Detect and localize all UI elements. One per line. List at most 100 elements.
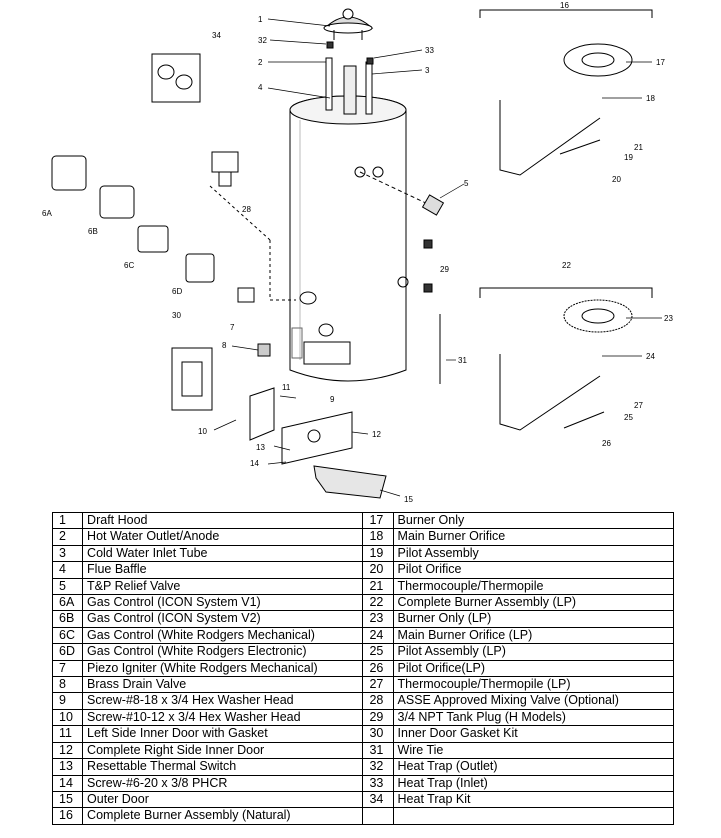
part-number: 28 (362, 692, 394, 710)
callout-labels: 1 32 2 4 33 3 34 5 6A 6B 6C 6D 7 8 9 10 … (42, 1, 673, 504)
part-number: 10 (51, 708, 84, 727)
callout-16: 16 (560, 1, 569, 10)
part-number: 9 (51, 692, 84, 710)
burner-assembly-natural (479, 9, 653, 176)
callout-26: 26 (602, 439, 611, 448)
heat-trap-kit (151, 53, 201, 103)
part-number: 1 (51, 511, 84, 530)
part-description: Brass Drain Valve (82, 676, 364, 694)
part-number: 26 (362, 659, 394, 678)
callout-9: 9 (330, 395, 335, 404)
part-number: 2 (51, 528, 84, 546)
part-description: Draft Hood (82, 511, 364, 530)
callout-23: 23 (664, 314, 673, 323)
part-description: Thermocouple/Thermopile (LP) (392, 676, 675, 694)
callout-4: 4 (258, 83, 263, 92)
callout-14: 14 (250, 459, 259, 468)
part-description: Complete Burner Assembly (Natural) (82, 807, 364, 825)
part-number: 18 (362, 528, 394, 546)
callout-22: 22 (562, 261, 571, 270)
part-description: Screw-#10-12 x 3/4 Hex Washer Head (82, 708, 364, 727)
callout-12: 12 (372, 430, 381, 439)
callout-6c: 6C (124, 261, 134, 270)
part-number: 19 (362, 544, 394, 563)
part-description: Inner Door Gasket Kit (392, 725, 675, 743)
part-description: Screw-#8-18 x 3/4 Hex Washer Head (82, 692, 364, 710)
callout-6d: 6D (172, 287, 182, 296)
exploded-parts-diagram: 1 32 2 4 33 3 34 5 6A 6B 6C 6D 7 8 9 10 … (42, 1, 673, 504)
part-number: 6A (51, 594, 84, 612)
part-description: Burner Only (LP) (392, 610, 675, 628)
relief-valve (359, 171, 445, 293)
part-description: Pilot Orifice(LP) (392, 659, 675, 678)
part-description: Gas Control (ICON System V1) (82, 594, 364, 612)
part-number: 17 (362, 511, 394, 530)
callout-7: 7 (230, 323, 235, 332)
callout-27: 27 (634, 401, 643, 410)
part-description: Burner Only (392, 511, 675, 530)
part-description: Main Burner Orifice (LP) (392, 626, 675, 645)
part-description: Complete Right Side Inner Door (82, 741, 364, 760)
part-description: Main Burner Orifice (392, 528, 675, 546)
callout-25: 25 (624, 413, 633, 422)
callout-15: 15 (404, 495, 413, 504)
part-number: 24 (362, 626, 394, 645)
callout-30: 30 (172, 311, 181, 320)
callout-32: 32 (258, 36, 267, 45)
part-description: Outer Door (82, 790, 364, 809)
part-description: Gas Control (ICON System V2) (82, 610, 364, 628)
callout-29: 29 (440, 265, 449, 274)
callout-6a: 6A (42, 209, 52, 218)
callout-31: 31 (458, 356, 467, 365)
part-description: 3/4 NPT Tank Plug (H Models) (392, 708, 675, 727)
callout-17: 17 (656, 58, 665, 67)
callout-34: 34 (212, 31, 221, 40)
part-description: Thermocouple/Thermopile (392, 577, 675, 596)
gas-controls (51, 155, 296, 301)
callout-2: 2 (258, 58, 263, 67)
callout-33: 33 (425, 46, 434, 55)
part-number: 34 (362, 790, 394, 809)
part-description: Flue Baffle (82, 561, 364, 579)
callout-11: 11 (282, 383, 291, 392)
part-number: 6D (51, 643, 84, 661)
part-description: Heat Trap Kit (392, 790, 675, 809)
callout-19: 19 (624, 153, 633, 162)
part-number: 33 (362, 774, 394, 792)
part-number: 3 (51, 544, 84, 563)
callout-6b: 6B (88, 227, 98, 236)
part-description: Gas Control (White Rodgers Electronic) (82, 643, 364, 661)
part-number (362, 807, 394, 825)
callout-13: 13 (256, 443, 265, 452)
callout-20: 20 (612, 175, 621, 184)
part-number: 13 (51, 758, 84, 776)
part-description: Heat Trap (Outlet) (392, 758, 675, 776)
part-description: Resettable Thermal Switch (82, 758, 364, 776)
burner-assembly-lp (479, 287, 653, 431)
part-description (392, 807, 675, 825)
part-number: 15 (51, 790, 84, 809)
part-description: Cold Water Inlet Tube (82, 544, 364, 563)
part-number: 11 (51, 725, 84, 743)
callout-3: 3 (425, 66, 430, 75)
part-description: Heat Trap (Inlet) (392, 774, 675, 792)
part-number: 6B (51, 610, 84, 628)
gasket-kit (171, 347, 213, 411)
part-number: 25 (362, 643, 394, 661)
part-number: 14 (51, 774, 84, 792)
part-number: 32 (362, 758, 394, 776)
part-description: Pilot Orifice (392, 561, 675, 579)
callout-1: 1 (258, 15, 263, 24)
part-description: Complete Burner Assembly (LP) (392, 594, 675, 612)
part-description: Screw-#6-20 x 3/8 PHCR (82, 774, 364, 792)
